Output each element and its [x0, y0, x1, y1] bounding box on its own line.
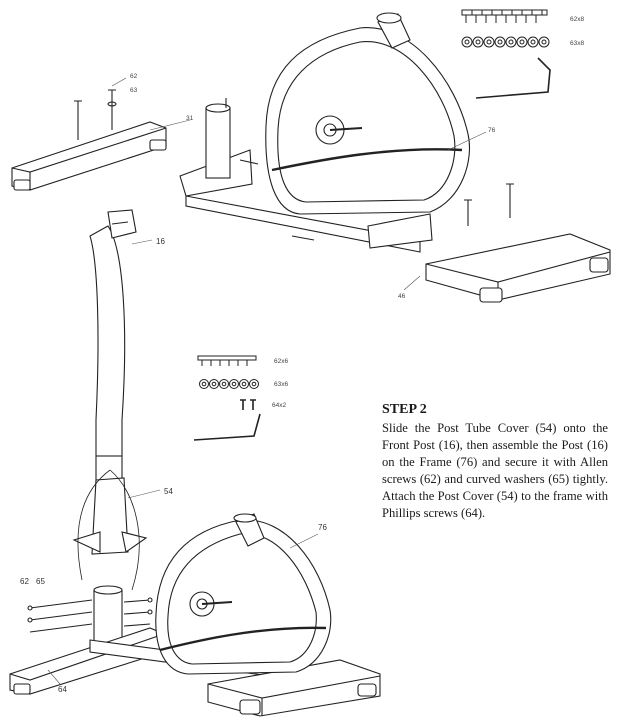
frame-assembly-top [11, 12, 611, 303]
label-part-76-top: 76 [488, 127, 496, 134]
hardware-kit-top [461, 9, 551, 99]
washers-row-mid [199, 379, 259, 389]
label-part-65-bottom: 65 [36, 577, 45, 586]
front-stabilizer [425, 233, 611, 301]
label-part-31: 31 [186, 115, 194, 122]
label-part-62-bottom: 62 [20, 577, 29, 586]
label-phillips-mid: 64x2 [272, 402, 286, 409]
rear-stabilizer [11, 121, 167, 191]
step-title: STEP 2 [382, 402, 427, 417]
label-part-16: 16 [156, 237, 165, 246]
hardware-kit-mid [193, 355, 261, 441]
label-part-63-top: 63 [130, 87, 138, 94]
label-washers-mid: 63x6 [274, 381, 288, 388]
label-part-64-bottom: 64 [58, 685, 67, 694]
washers-row-top [461, 36, 550, 48]
allen-key-mid [193, 413, 261, 441]
frame-assembly-bottom [9, 469, 381, 717]
allen-screws-row-top [461, 9, 548, 23]
label-part-46: 46 [398, 293, 406, 300]
post-cover [91, 477, 129, 555]
allen-key-top [475, 57, 551, 99]
label-part-76-bottom: 76 [318, 523, 327, 532]
leader-lines-top [111, 77, 487, 291]
step-instructions: STEP 2 Slide the Post Tube Cover (54) on… [382, 402, 608, 522]
label-screws-mid: 62x6 [274, 358, 288, 365]
frame-shroud-bottom [155, 519, 332, 675]
frame-shroud-top [265, 27, 471, 215]
label-screws-top: 62x8 [570, 16, 584, 23]
allen-screws-row-mid [197, 355, 257, 366]
step-body: Slide the Post Tube Cover (54) onto the … [382, 421, 608, 520]
front-post [89, 209, 137, 487]
label-washers-top: 63x8 [570, 40, 584, 47]
label-part-62-top: 62 [130, 73, 138, 80]
phillips-screws-mid [240, 399, 256, 410]
label-part-54: 54 [164, 487, 173, 496]
leader-lines-bottom [47, 489, 319, 685]
